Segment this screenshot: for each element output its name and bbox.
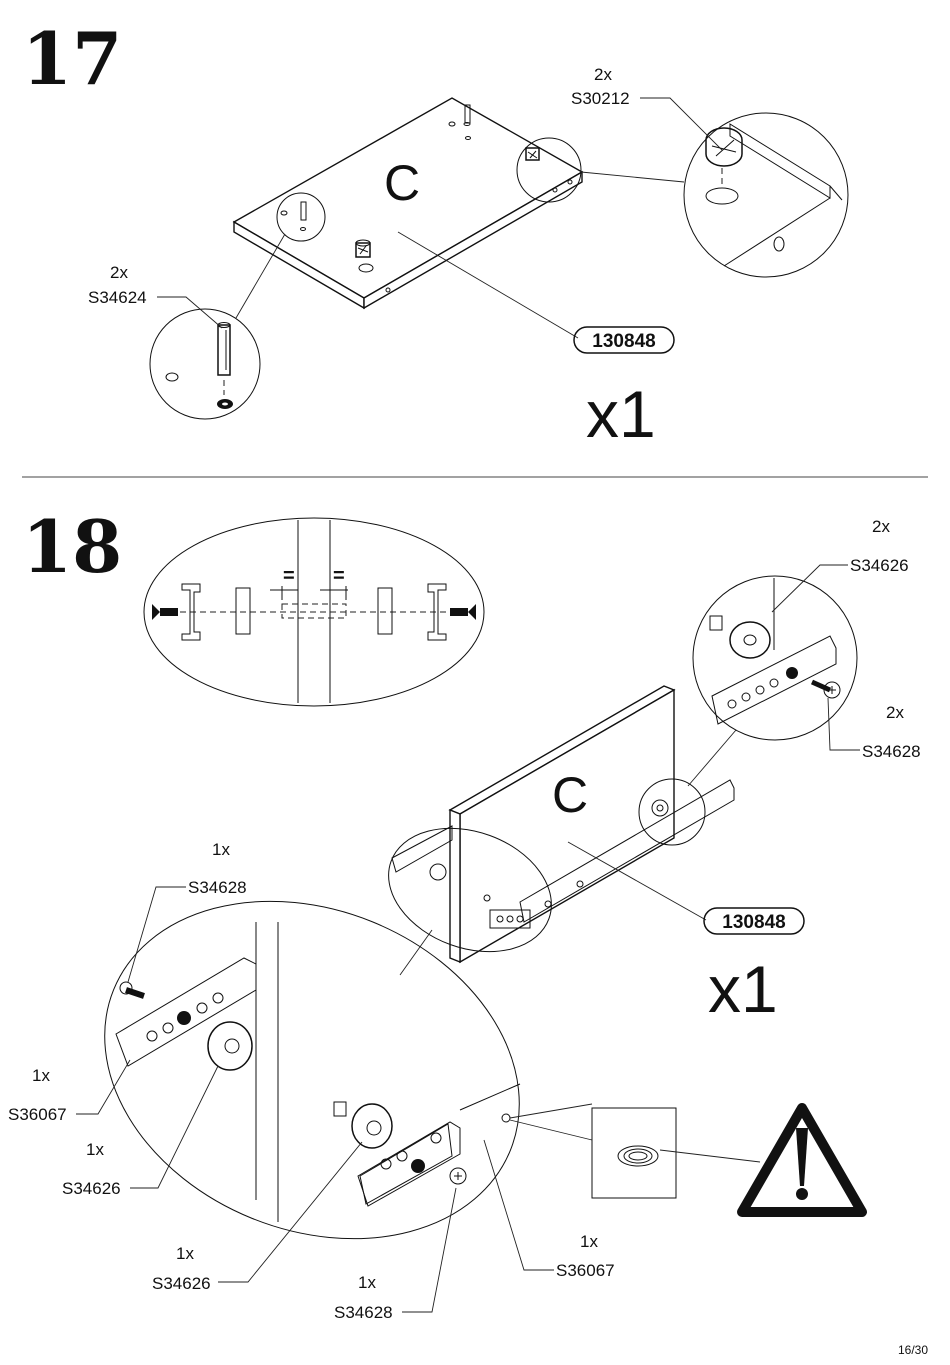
step-17: 17 C (22, 16, 849, 451)
panel-letter: C (552, 767, 588, 823)
quantity: x1 (586, 377, 656, 451)
callout-qty: 1x (176, 1244, 194, 1263)
detail-large-ellipse (104, 900, 521, 1240)
part-number: 130848 (592, 331, 655, 352)
detail-cam-lock (580, 112, 849, 278)
callout-qty: 1x (212, 840, 230, 859)
detail-dowel (149, 233, 286, 420)
callout-code: S34628 (334, 1303, 393, 1322)
quantity: x1 (708, 952, 778, 1026)
callout-qty: 2x (110, 263, 128, 282)
warning-triangle-icon (737, 1103, 867, 1217)
detail-wheel-rail (692, 575, 858, 741)
part-number-badge (573, 326, 675, 354)
panel-letter: C (384, 155, 420, 211)
step-18: 18 = = (8, 504, 921, 1322)
equal-mark: = (283, 565, 295, 587)
callout-qty: 1x (358, 1273, 376, 1292)
callout-code: S34628 (188, 878, 247, 897)
part-number: 130848 (722, 912, 785, 933)
equal-mark: = (333, 565, 345, 587)
callout-code: S36067 (8, 1105, 67, 1124)
callout-qty: 1x (580, 1232, 598, 1251)
callout-qty: 1x (86, 1140, 104, 1159)
callout-code: S34626 (850, 556, 909, 575)
panel-c-board: C (232, 97, 584, 310)
panel-c-standing: C (391, 685, 735, 964)
callout-code: S30212 (571, 89, 630, 108)
alignment-detail: = = (143, 517, 485, 707)
callout-code: S34628 (862, 742, 921, 761)
callout-qty: 1x (32, 1066, 50, 1085)
step-number: 18 (22, 504, 122, 589)
callout-code: S36067 (556, 1261, 615, 1280)
callout-qty: 2x (886, 703, 904, 722)
callout-qty: 2x (872, 517, 890, 536)
callout-code: S34624 (88, 288, 147, 307)
callout-qty: 2x (594, 65, 612, 84)
step-number: 17 (22, 16, 122, 101)
zoom-ellipse (388, 827, 552, 953)
callout-code: S34626 (152, 1274, 211, 1293)
countersink-detail (509, 1103, 761, 1199)
page-number: 16/30 (898, 1343, 928, 1357)
callout-code: S34626 (62, 1179, 121, 1198)
part-number-badge (703, 907, 805, 935)
